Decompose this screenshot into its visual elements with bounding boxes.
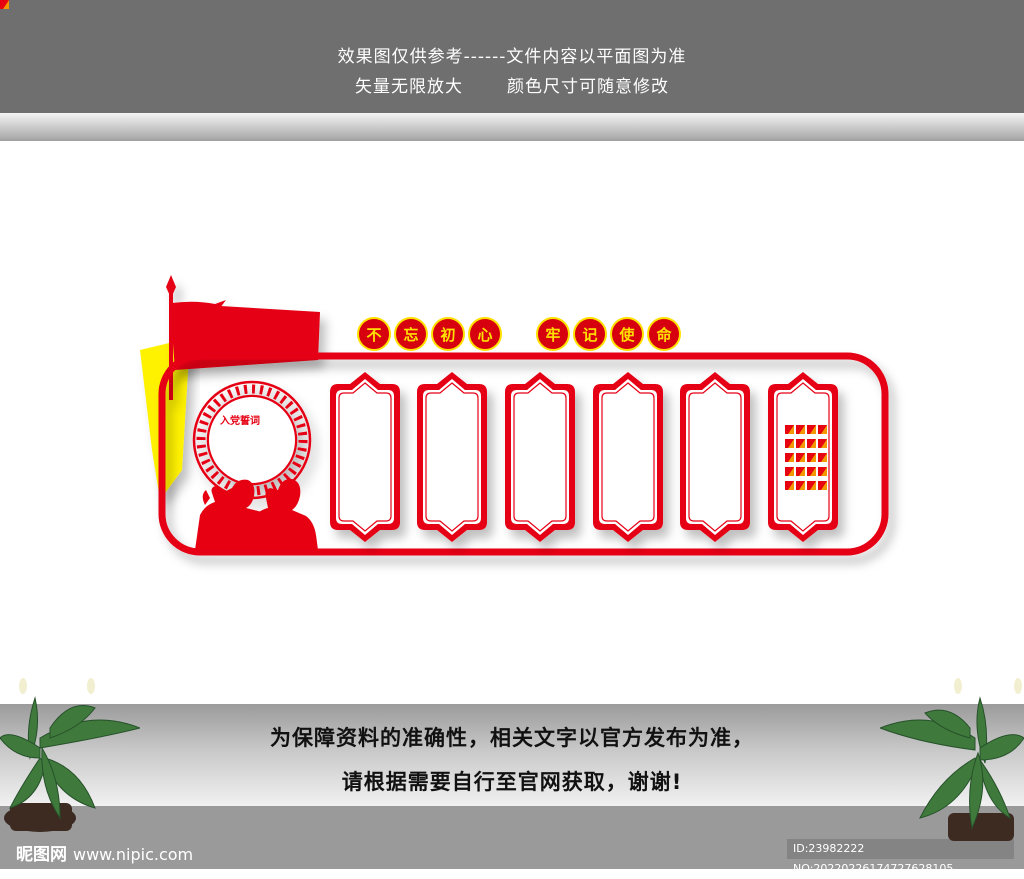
panel-4 bbox=[592, 371, 664, 543]
content-panels bbox=[329, 371, 839, 543]
notice-band bbox=[0, 704, 1024, 806]
header-line-2-right: 颜色尺寸可随意修改 bbox=[507, 77, 669, 97]
ceiling-rail bbox=[0, 113, 1024, 141]
site-logo-text: 昵图网 bbox=[16, 845, 67, 865]
panel-5 bbox=[679, 371, 751, 543]
main-frame bbox=[158, 352, 889, 556]
tile-grid-icon bbox=[0, 0, 9, 9]
notice-line-1: 为保障资料的准确性，相关文字以官方发布为准， bbox=[270, 726, 754, 750]
slogan-right: 牢 记 使 命 bbox=[536, 317, 681, 351]
slogan-left: 不 忘 初 心 bbox=[357, 317, 502, 351]
saluting-figures-icon bbox=[195, 478, 318, 550]
slogan-char: 命 bbox=[655, 326, 672, 344]
panel-3 bbox=[504, 371, 576, 543]
slogan-char: 忘 bbox=[403, 326, 418, 344]
header-line-1: 效果图仅供参考------文件内容以平面图为准 bbox=[337, 47, 687, 67]
potted-plant-left-icon bbox=[0, 678, 140, 832]
potted-plant-right-icon bbox=[880, 678, 1024, 841]
slogan-char: 不 bbox=[366, 326, 381, 344]
site-url: www.nipic.com bbox=[73, 845, 194, 864]
header-line-2: 矢量无限放大 颜色尺寸可随意修改 bbox=[0, 72, 1024, 97]
panel-1 bbox=[329, 371, 401, 543]
panel-2 bbox=[416, 371, 488, 543]
red-flag-icon bbox=[166, 275, 320, 400]
header-line-2-left: 矢量无限放大 bbox=[355, 77, 463, 97]
site-logo[interactable]: 昵图网 www.nipic.com bbox=[16, 840, 193, 865]
oath-circle bbox=[192, 380, 312, 500]
slogan-char: 记 bbox=[582, 326, 597, 344]
header-band: 效果图仅供参考------文件内容以平面图为准 矢量无限放大 颜色尺寸可随意修改 bbox=[0, 0, 1024, 113]
oath-label: 入党誓词 bbox=[220, 414, 260, 427]
slogan: 不 忘 初 心 牢 记 使 命 bbox=[357, 317, 681, 351]
slogan-char: 牢 bbox=[545, 326, 560, 344]
slogan-char: 心 bbox=[477, 326, 492, 344]
slogan-char: 初 bbox=[440, 326, 455, 344]
notice-line-2: 请根据需要自行至官网获取，谢谢! bbox=[341, 770, 683, 794]
slogan-char: 使 bbox=[618, 326, 635, 344]
